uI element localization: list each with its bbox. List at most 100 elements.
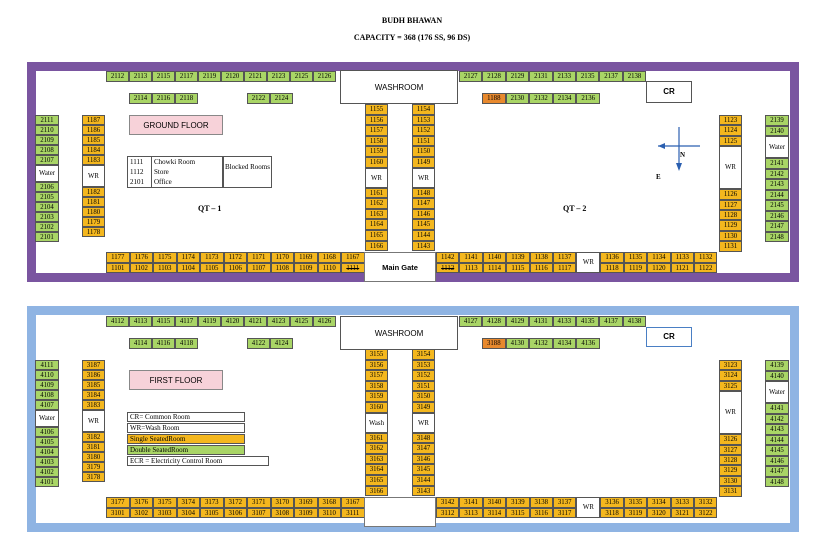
room-cell: 1188 (482, 93, 506, 104)
room-cell: 1180 (82, 207, 105, 217)
room-cell: 2112 (106, 71, 129, 82)
room-cell: WR (576, 497, 601, 518)
room-cell: 3162 (365, 443, 388, 454)
room-cell: 3182 (82, 432, 105, 442)
room-cell: 3130 (719, 475, 742, 487)
room-cell: 1101 (106, 262, 130, 273)
room-cell: 4143 (765, 424, 789, 435)
room-cell: WR (412, 412, 435, 433)
room-cell: 1134 (647, 252, 671, 263)
legend-item: ECR = Electricity Control Room (127, 456, 269, 466)
room-cell: 2144 (765, 189, 789, 200)
room-cell: 1130 (719, 230, 742, 242)
room-cell: 2114 (129, 93, 152, 104)
room-cell: 1124 (719, 125, 742, 136)
info-room-use: Store (154, 168, 169, 176)
room-cell: 1129 (719, 220, 742, 231)
room-cell: 4133 (552, 316, 576, 327)
room-cell: 2111 (35, 115, 59, 125)
room-cell: 3153 (412, 359, 435, 371)
room-cell: 1127 (719, 199, 742, 210)
room-cell: WR (412, 167, 435, 188)
first-floor-label: FIRST FLOOR (129, 370, 223, 390)
room-cell: 3169 (294, 497, 318, 508)
room-cell: 4134 (552, 338, 577, 349)
room-cell: 3177 (106, 497, 130, 508)
room-cell: 1183 (82, 155, 105, 165)
room-cell: 4105 (35, 437, 59, 447)
room-cell: 1184 (82, 145, 105, 155)
room-cell: 4123 (267, 316, 290, 327)
room-cell: 3109 (294, 507, 318, 518)
room-cell: 1141 (459, 252, 483, 263)
room-cell: 3186 (82, 370, 105, 380)
room-cell: 3132 (694, 497, 718, 508)
first-cr: CR (646, 327, 692, 347)
first-gate-block (364, 497, 436, 527)
room-cell: 3175 (153, 497, 177, 508)
room-cell: 3148 (412, 432, 435, 444)
room-cell: 1135 (623, 252, 648, 263)
room-cell: 1143 (412, 240, 435, 252)
room-cell: WR (576, 252, 601, 273)
room-cell: 4126 (313, 316, 336, 327)
room-cell: 4104 (35, 447, 59, 457)
room-cell: WR (719, 391, 742, 435)
qt1-label: QT – 1 (198, 204, 222, 213)
room-cell: 1107 (247, 262, 271, 273)
room-cell: 2145 (765, 200, 789, 211)
room-cell: 2115 (152, 71, 175, 82)
room-cell: 2132 (529, 93, 553, 104)
room-cell: 2133 (552, 71, 576, 82)
room-cell: 3171 (247, 497, 271, 508)
room-cell: 2121 (244, 71, 267, 82)
room-cell: 1103 (153, 262, 177, 273)
room-cell: WR (719, 146, 742, 190)
room-cell: 1109 (294, 262, 318, 273)
room-cell: 1111 (341, 262, 365, 273)
room-cell: 1145 (412, 219, 435, 230)
page-title: BUDH BHAWAN (381, 16, 443, 25)
room-cell: 1157 (365, 125, 388, 136)
ground-floor-label: GROUND FLOOR (129, 115, 223, 135)
room-cell: 2134 (552, 93, 577, 104)
room-cell: 3102 (129, 507, 153, 518)
room-cell: 4128 (482, 316, 506, 327)
room-cell: 1133 (670, 252, 694, 263)
room-cell: 1125 (719, 135, 742, 147)
room-cell: 3142 (436, 497, 460, 508)
room-cell: 3115 (506, 507, 530, 518)
room-cell: 1154 (412, 104, 435, 115)
room-cell: 3164 (365, 464, 388, 475)
room-cell: 4110 (35, 370, 59, 380)
room-cell: 4111 (35, 360, 59, 370)
room-cell: 3178 (82, 472, 105, 482)
room-cell: 3179 (82, 462, 105, 472)
room-cell: 1171 (247, 252, 271, 263)
room-cell: 2104 (35, 202, 59, 212)
room-cell: 3127 (719, 444, 742, 455)
room-cell: 3111 (341, 507, 365, 518)
room-cell: 1148 (412, 187, 435, 199)
blocked-rooms: Blocked Rooms (223, 156, 272, 188)
ground-washroom: WASHROOM (340, 70, 458, 104)
room-cell: 3125 (719, 380, 742, 392)
room-cell: 1173 (200, 252, 224, 263)
room-cell: 4118 (175, 338, 198, 349)
room-cell: 3121 (670, 507, 694, 518)
room-cell: 3151 (412, 380, 435, 392)
room-cell: 3188 (482, 338, 506, 349)
room-cell: 1113 (459, 262, 483, 273)
room-cell: 2138 (622, 71, 647, 82)
room-cell: Water (35, 410, 59, 427)
room-cell: 4102 (35, 467, 59, 477)
room-cell: 3112 (436, 507, 460, 518)
room-cell: 3170 (270, 497, 294, 508)
room-cell: 4135 (576, 316, 600, 327)
room-cell: 3176 (129, 497, 153, 508)
main-gate: Main Gate (364, 252, 436, 282)
room-cell: 3185 (82, 380, 105, 390)
room-cell: 3173 (200, 497, 224, 508)
legend-item: Double SeatedRoom (127, 445, 245, 455)
